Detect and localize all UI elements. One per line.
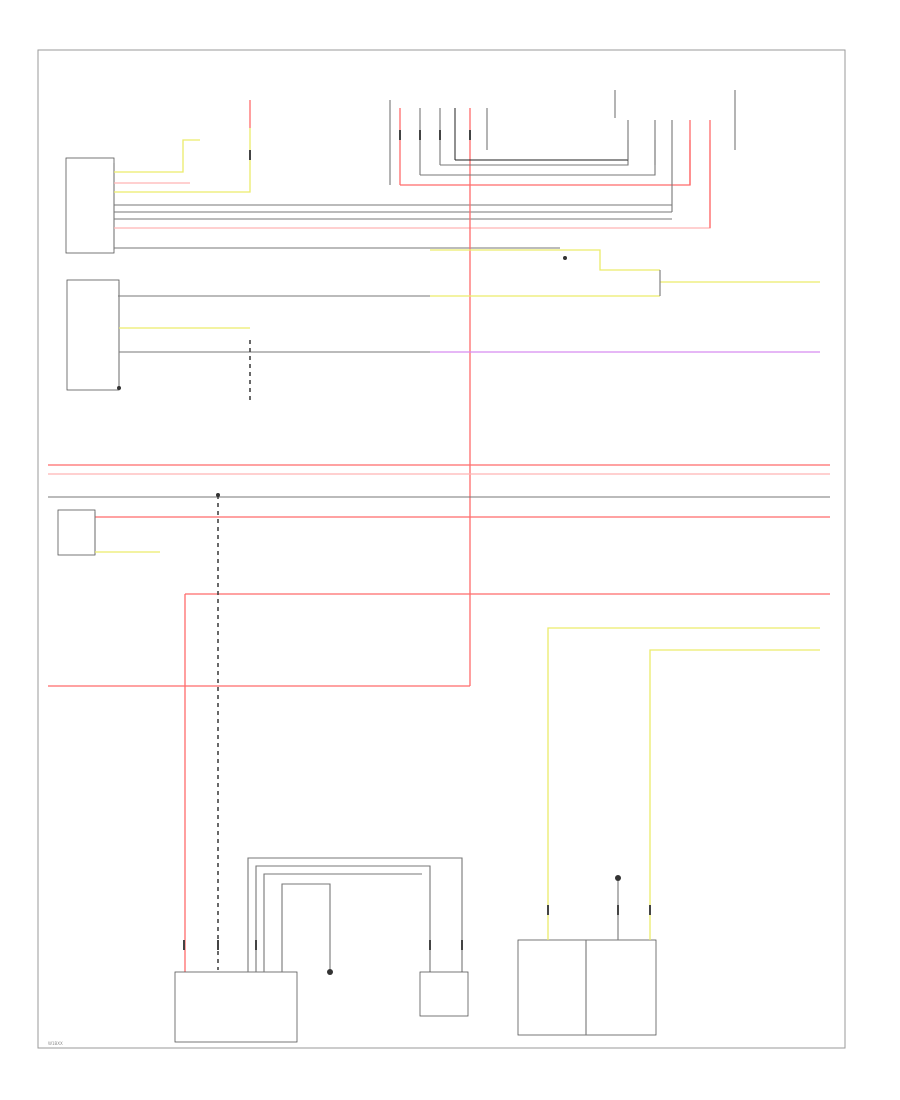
wire-top-loop-2: [400, 140, 691, 186]
wire-top-loop-1: [440, 140, 629, 166]
ground-terminal-1: [327, 969, 333, 975]
splice-point-3: [563, 256, 567, 260]
wire-yellow-upper: [114, 139, 200, 173]
left-upper-module: [65, 157, 115, 254]
ac-compressor-module: [66, 279, 120, 391]
bottom-center-module: [419, 971, 469, 1017]
splice-point-2: [117, 386, 121, 390]
splice-point-1: [216, 493, 220, 497]
bottom-right-module: [517, 939, 657, 1036]
wire-yellow-upper-2: [114, 128, 251, 193]
page-code: W1BXX: [48, 1041, 63, 1046]
wire-gray-loop-a: [247, 857, 463, 972]
wire-yellow-br-2: [649, 649, 820, 940]
wire-red-bus-4: [114, 140, 711, 229]
ground-terminal-2: [615, 875, 621, 881]
wire-gray-loop-d: [281, 883, 331, 972]
connector-ticks: [183, 130, 651, 950]
diagram-frame: [37, 49, 846, 1049]
bottom-left-module: [174, 971, 298, 1043]
wire-yellow-br-1: [547, 627, 820, 940]
top-right-connector: [614, 90, 736, 228]
wire-gray-loop-c: [263, 873, 422, 972]
small-relay: [57, 509, 96, 556]
wire-gray-loop-b: [255, 865, 431, 972]
top-center-connector: [389, 100, 488, 686]
wire-yellow-mid-1: [430, 249, 660, 271]
